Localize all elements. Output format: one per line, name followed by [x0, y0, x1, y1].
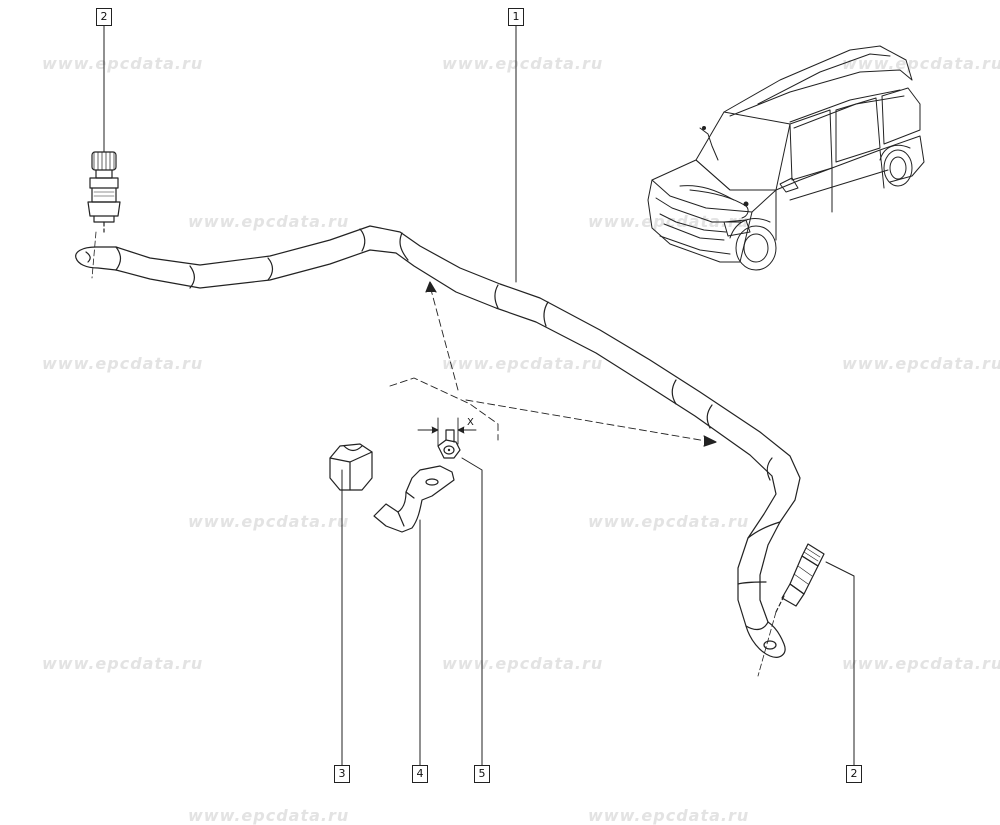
assembly-guide-lines	[389, 285, 713, 443]
hex-nut[interactable]	[437, 429, 461, 459]
leader-lines	[103, 23, 855, 767]
vehicle-illustration	[647, 45, 925, 271]
link-rod-bottom[interactable]	[757, 543, 825, 677]
mounting-bracket[interactable]	[373, 465, 455, 533]
dimension-x-label: X	[467, 417, 474, 428]
link-rod-top[interactable]	[87, 151, 121, 279]
callout-part-3[interactable]: 3	[334, 765, 350, 783]
arrow-head	[425, 281, 437, 293]
dimension-x	[417, 417, 477, 447]
watermark: www.epcdata.ru	[188, 212, 350, 231]
stabilizer-bar[interactable]	[75, 225, 801, 658]
callout-part-1[interactable]: 1	[508, 8, 524, 26]
watermark: www.epcdata.ru	[842, 54, 1000, 73]
callout-part-2-top[interactable]: 2	[96, 8, 112, 26]
callout-part-2-bottom[interactable]: 2	[846, 765, 862, 783]
watermark: www.epcdata.ru	[42, 54, 204, 73]
watermark: www.epcdata.ru	[42, 654, 204, 673]
rubber-bushing[interactable]	[329, 443, 373, 491]
watermark: www.epcdata.ru	[42, 354, 204, 373]
arrow-head	[703, 435, 717, 447]
watermark: www.epcdata.ru	[588, 512, 750, 531]
callout-part-4[interactable]: 4	[412, 765, 428, 783]
watermark: www.epcdata.ru	[442, 354, 604, 373]
watermark: www.epcdata.ru	[842, 354, 1000, 373]
watermark: www.epcdata.ru	[588, 212, 750, 231]
watermark: www.epcdata.ru	[442, 54, 604, 73]
watermark: www.epcdata.ru	[188, 512, 350, 531]
callout-part-5[interactable]: 5	[474, 765, 490, 783]
watermark: www.epcdata.ru	[842, 654, 1000, 673]
